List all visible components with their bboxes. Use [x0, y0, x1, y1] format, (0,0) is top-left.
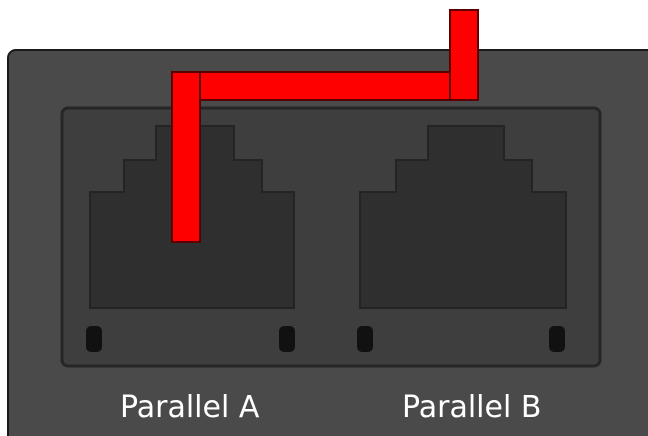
cable-plug-into-port-a: [171, 71, 201, 243]
port-b-label: Parallel B: [402, 390, 542, 425]
port-b-led-left: [357, 326, 373, 352]
port-a-led-left: [86, 326, 102, 352]
cable-riser: [449, 9, 479, 101]
port-b[interactable]: [357, 125, 567, 352]
port-a-label: Parallel A: [120, 390, 260, 425]
port-b-socket-icon: [359, 125, 567, 309]
cable[interactable]: [171, 9, 479, 243]
cable-horizontal: [197, 71, 451, 101]
port-b-led-right: [549, 326, 565, 352]
port-a-led-right: [279, 326, 295, 352]
